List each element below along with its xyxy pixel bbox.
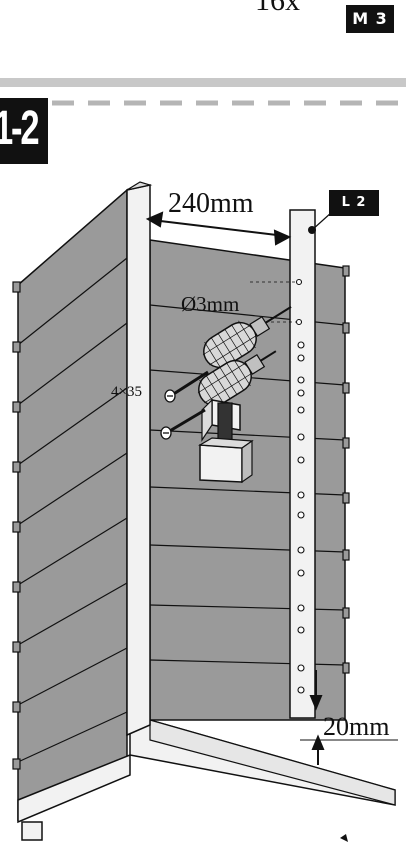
dimension-drill-diameter: Ø3mm xyxy=(181,292,240,316)
part-badge-m3: M 3 xyxy=(346,5,394,33)
dimension-post-spacing: 240mm xyxy=(168,188,254,219)
arrow-icon xyxy=(300,670,398,765)
base-boards xyxy=(17,719,396,841)
back-wall-panel xyxy=(149,239,350,721)
screw-icon xyxy=(160,370,209,440)
left-wall-panel xyxy=(12,188,128,822)
dimension-bottom-gap: 20mm xyxy=(323,712,390,741)
part-quantity: 16x xyxy=(255,0,300,17)
step-number-box xyxy=(0,98,48,164)
step-number: 1-2 xyxy=(0,102,40,155)
section-divider xyxy=(0,78,406,87)
drill-icon xyxy=(197,305,292,484)
post-l2 xyxy=(250,209,333,719)
dimension-240-arrow xyxy=(145,211,292,246)
corner-post xyxy=(126,181,153,737)
dimension-screw-size: 4×35 xyxy=(111,384,142,400)
corner-mark xyxy=(340,834,348,842)
part-badge-l2: L 2 xyxy=(329,190,379,216)
